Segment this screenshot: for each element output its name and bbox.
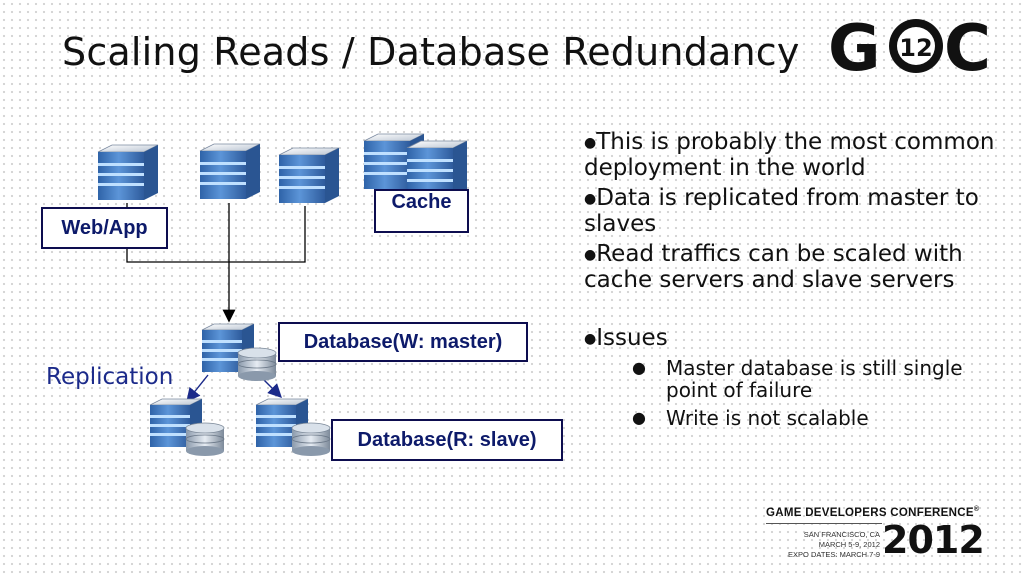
issues-text: Issues [596, 325, 668, 351]
slave-db-label: Database(R: slave) [331, 419, 563, 461]
sub-bullet-text: Master database is still single point of… [666, 356, 963, 402]
conference-year: 2012 [882, 518, 985, 562]
slave-db-label-text: Database(R: slave) [357, 429, 537, 451]
sub-bullet-text: Write is not scalable [666, 406, 869, 430]
web-app-label-text: Web/App [61, 217, 148, 239]
sub-bullet-item: ●Master database is still single point o… [632, 356, 963, 402]
cache-label: Cache [374, 189, 469, 233]
expo-dates: EXPO DATES: MARCH 7-9 [788, 550, 880, 559]
bullet-text: Data is replicated from master to slaves [584, 185, 979, 237]
bullet-item: ●This is probably the most common deploy… [584, 129, 995, 181]
replication-arrows [186, 374, 282, 403]
web-server-1-icon [97, 144, 159, 200]
sub-bullet-item: ●Write is not scalable [632, 406, 869, 430]
master-db-label-text: Database(W: master) [303, 331, 503, 353]
architecture-diagram [97, 133, 468, 456]
gdc-2012-footer: GAME DEVELOPERS CONFERENCE® SAN FRANCISC… [766, 506, 998, 566]
logo-letter-c: C [944, 12, 991, 78]
gdc-12-logo-icon: G 12 C [826, 12, 1006, 86]
bullet-item: ●Read traffics can be scaled with cache … [584, 241, 963, 293]
slave-database-2-icon [255, 398, 331, 456]
logo-letter-g: G [828, 12, 881, 78]
trademark: ® [973, 506, 980, 513]
issues-heading: ●Issues [584, 325, 668, 351]
master-database-icon [201, 323, 277, 381]
bullet-text: This is probably the most common deploym… [584, 129, 995, 181]
conference-dates: MARCH 5-9, 2012 [818, 540, 880, 549]
cache-label-text: Cache [391, 191, 452, 213]
master-db-label: Database(W: master) [278, 322, 528, 362]
slide-title: Scaling Reads / Database Redundancy [62, 30, 800, 74]
conference-name: GAME DEVELOPERS CONFERENCE® [766, 506, 980, 519]
web-server-2-icon [199, 143, 261, 199]
slave-database-1-icon [149, 398, 225, 456]
cache-server-2-icon [406, 140, 468, 196]
bullet-text: Read traffics can be scaled with cache s… [584, 241, 963, 293]
logo-badge: 12 [899, 34, 932, 62]
web-app-label: Web/App [41, 207, 168, 249]
bullet-item: ●Data is replicated from master to slave… [584, 185, 979, 237]
footer-divider [766, 523, 882, 524]
bullet-list: ●This is probably the most common deploy… [584, 130, 1014, 435]
conference-location: SAN FRANCISCO, CA [803, 530, 880, 539]
web-server-3-icon [278, 147, 340, 203]
replication-label: Replication [46, 364, 174, 390]
